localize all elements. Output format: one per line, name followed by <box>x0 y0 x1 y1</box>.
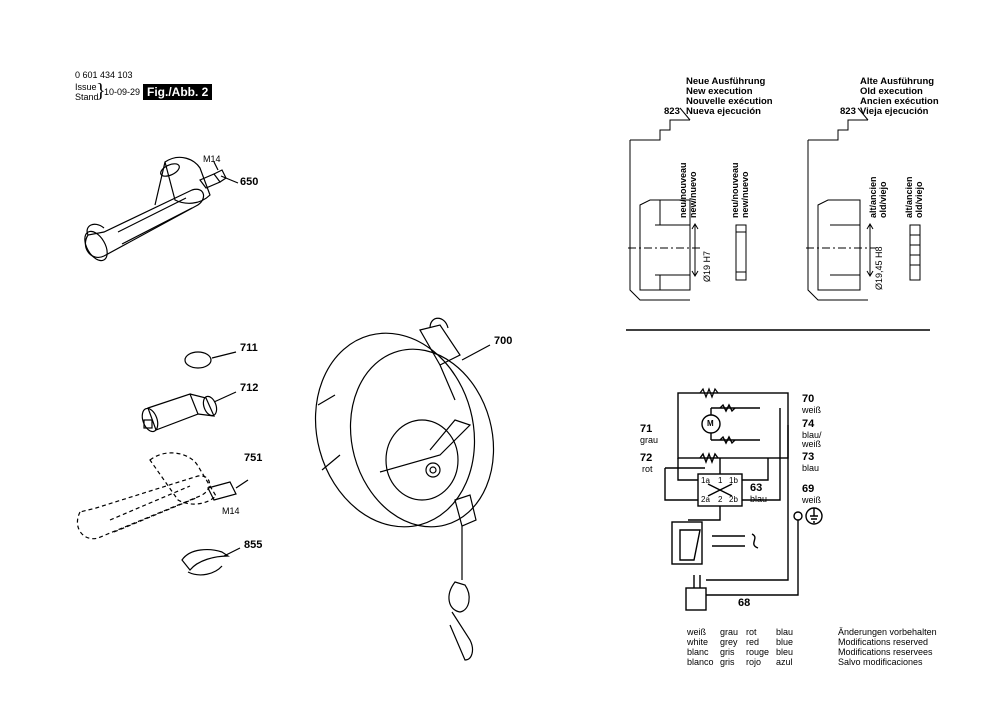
thread-label-m14-bottom: M14 <box>222 506 240 516</box>
wire-color-71: grau <box>640 435 659 445</box>
notice-en: Modifications reserved <box>838 637 929 647</box>
legend-blue-de: blau <box>776 627 794 637</box>
terminal-2b: 2b <box>729 495 738 504</box>
cross-section-new <box>628 107 747 301</box>
wire-color-70: weiß <box>802 405 822 415</box>
new-vertical-label-2: neu/nouveau new/nuevo <box>730 162 750 218</box>
wire-color-63: blau <box>750 494 768 504</box>
legend-grey-de: grau <box>720 627 739 637</box>
wire-label-72: 72 <box>640 452 653 464</box>
old-execution-es: Vieja ejecución <box>860 106 929 117</box>
terminal-2: 2 <box>718 495 723 504</box>
wire-label-68: 68 <box>738 597 751 609</box>
issue-date: 10-09-29 <box>104 87 141 97</box>
new-ref-823: 823 <box>664 106 680 117</box>
new-vertical-label-1b: new/nuevo <box>688 171 698 218</box>
legend-white-en: white <box>687 637 709 647</box>
issue-label: Issue <box>75 82 97 92</box>
old-execution-en: Old execution <box>860 86 923 97</box>
old-dimension: Ø19,45 H8 <box>874 246 884 290</box>
new-vertical-label-2a: neu/nouveau <box>730 162 740 218</box>
cross-section-old <box>806 107 921 301</box>
legend-red-es: rojo <box>746 657 762 667</box>
wire-label-74: 74 <box>802 418 815 430</box>
legend-red-de: rot <box>746 627 757 637</box>
wire-label-70: 70 <box>802 393 815 405</box>
terminal-1b: 1b <box>729 476 738 485</box>
part-label-711: 711 <box>240 342 258 354</box>
old-execution-de: Alte Ausführung <box>860 76 935 87</box>
notice-fr: Modifications reservees <box>838 647 933 657</box>
new-vertical-label-2b: new/nuevo <box>740 171 750 218</box>
notice-es: Salvo modificaciones <box>838 657 923 667</box>
new-dimension: Ø19 H7 <box>702 250 712 282</box>
new-execution-header: Neue Ausführung New execution Nouvelle e… <box>686 77 773 117</box>
part-label-700: 700 <box>494 335 513 347</box>
clip-855 <box>181 547 241 576</box>
wire-label-73: 73 <box>802 451 815 463</box>
threaded-stud-751 <box>207 479 249 501</box>
wire-color-72: rot <box>642 464 653 474</box>
part-label-712: 712 <box>240 382 259 394</box>
legend-red-en: red <box>746 637 760 647</box>
new-execution-en: New execution <box>686 86 753 97</box>
wire-color-74b: weiß <box>802 439 822 449</box>
legend-white-de: weiß <box>687 627 707 637</box>
part-number: 0 601 434 103 <box>75 70 133 80</box>
wire-label-63: 63 <box>750 482 763 494</box>
part-label-855: 855 <box>244 539 263 551</box>
old-vertical-label-1b: old/viejo <box>878 181 888 218</box>
notice-de: Änderungen vorbehalten <box>838 627 937 637</box>
legend-blue-en: blue <box>776 637 794 647</box>
terminal-1a: 1a <box>701 476 710 485</box>
new-execution-de: Neue Ausführung <box>686 76 766 87</box>
handle-751 <box>76 452 217 540</box>
new-execution-es: Nueva ejecución <box>686 106 761 117</box>
o-ring-711 <box>184 351 212 369</box>
wire-color-74a: blau/ <box>802 430 822 440</box>
wiring-diagram <box>664 387 823 611</box>
motor-symbol: M <box>707 419 714 428</box>
part-label-751: 751 <box>244 452 263 464</box>
side-handle-650 <box>84 156 239 262</box>
legend-grey-en: grey <box>720 637 738 647</box>
terminal-2a: 2a <box>701 495 710 504</box>
old-ref-823: 823 <box>840 106 856 117</box>
adapter-712 <box>141 391 237 433</box>
wire-color-73: blau <box>802 463 820 473</box>
new-vertical-label-1a: neu/nouveau <box>678 162 688 218</box>
new-vertical-label-1: neu/nouveau new/nuevo <box>678 162 698 218</box>
old-vertical-label-1a: alt/ancien <box>868 176 878 218</box>
legend-col-grey: grau grey gris gris <box>720 627 738 667</box>
legend-white-es: blanco <box>687 657 714 667</box>
wire-label-69: 69 <box>802 483 815 495</box>
thread-label-m14-top: M14 <box>203 154 221 164</box>
terminal-1: 1 <box>718 476 723 485</box>
legend-grey-es: gris <box>720 657 735 667</box>
old-execution-header: Alte Ausführung Old execution Ancien exé… <box>860 77 939 117</box>
legend-red-fr: rouge <box>746 647 770 657</box>
wire-label-71: 71 <box>640 423 653 435</box>
old-vertical-label-2a: alt/ancien <box>904 176 914 218</box>
legend-col-red: rot red rouge rojo <box>746 627 769 667</box>
legend-grey-fr: gris <box>720 647 735 657</box>
old-vertical-label-1: alt/ancien old/viejo <box>868 176 888 218</box>
balancer-700 <box>314 317 495 661</box>
old-execution-fr: Ancien exécution <box>860 96 939 107</box>
legend-blue-fr: bleu <box>776 647 794 657</box>
part-label-650: 650 <box>240 176 259 188</box>
wire-color-69: weiß <box>802 495 822 505</box>
legend-blue-es: azul <box>776 657 793 667</box>
figure-label: Fig./Abb. 2 <box>143 84 213 100</box>
brace-glyph: } <box>96 80 106 102</box>
legend-white-fr: blanc <box>687 647 709 657</box>
old-vertical-label-2: alt/ancien old/viejo <box>904 176 924 218</box>
modifications-notice: Änderungen vorbehalten Modifications res… <box>838 627 937 667</box>
legend-col-white: weiß white blanc blanco <box>687 627 714 667</box>
new-execution-fr: Nouvelle exécution <box>686 96 773 107</box>
stand-label: Stand <box>75 92 99 102</box>
legend-col-blue: blau blue bleu azul <box>776 627 793 667</box>
old-vertical-label-2b: old/viejo <box>914 181 924 218</box>
